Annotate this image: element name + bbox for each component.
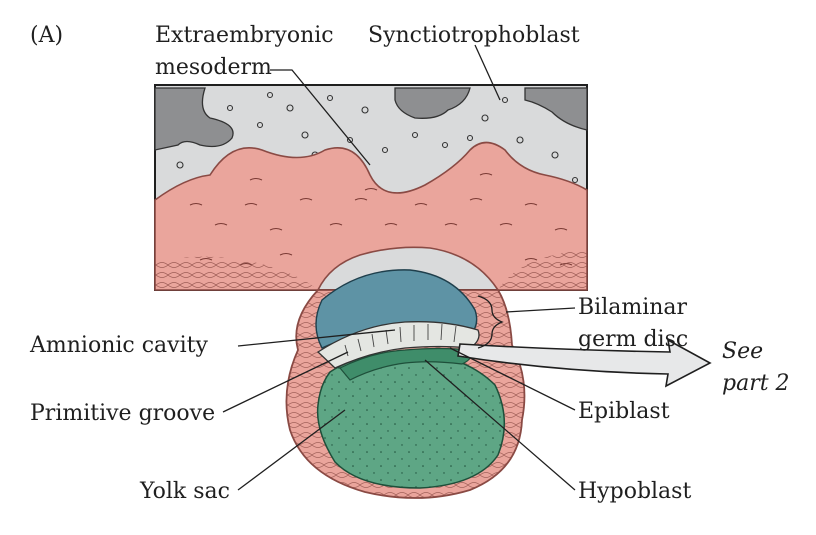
leader-synciotrophoblast (474, 44, 501, 101)
leader-bilaminar (505, 307, 576, 313)
synciotrophoblast-dark-blob-left (154, 87, 234, 151)
label-epiblast: Epiblast (578, 399, 670, 424)
panel-label: (A) (30, 23, 63, 48)
leader-yolk-sac (237, 409, 346, 491)
epiblast-cells (344, 323, 457, 357)
extraembryonic-mesoderm (154, 141, 588, 291)
synciotrophoblast-dark-blob-mid (394, 87, 471, 119)
mesoderm-right-band (498, 250, 587, 290)
label-extraembryonic-mesoderm-line1: Extraembryonic (155, 23, 334, 48)
yolk-sac-dots (317, 352, 505, 488)
label-hypoblast: Hypoblast (578, 479, 691, 504)
leader-primitive-groove (222, 351, 349, 413)
label-yolk-sac: Yolk sac (139, 479, 230, 504)
label-amnionic-cavity: Amnionic cavity (29, 333, 208, 358)
label-bilaminar-line2: germ disc (578, 327, 688, 352)
see-part-2-arrow (457, 338, 712, 388)
mesoderm-left-band (155, 256, 318, 290)
leader-extraembryonic (270, 69, 371, 166)
label-see-line1: See (722, 339, 763, 364)
leader-epiblast (449, 347, 576, 411)
label-primitive-groove: Primitive groove (30, 401, 215, 426)
synciotrophoblast-dark-blob-right (524, 87, 588, 131)
label-see-line2: part 2 (722, 371, 790, 396)
label-bilaminar-line1: Bilaminar (578, 295, 688, 320)
leader-amnionic (237, 329, 396, 347)
label-synctiotrophoblast: Synctiotrophoblast (368, 23, 580, 48)
label-extraembryonic-mesoderm-line2: mesoderm (155, 55, 272, 80)
leader-hypoblast (424, 359, 576, 491)
bilaminar-bracket (477, 295, 504, 349)
